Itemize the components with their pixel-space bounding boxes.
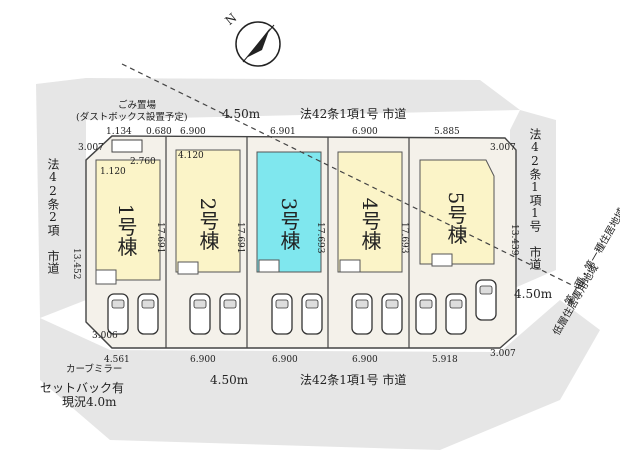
house-label-3: 3号棟 bbox=[277, 198, 301, 251]
house-label-2: 2号棟 bbox=[196, 198, 220, 251]
dim-bottom-2: 6.900 bbox=[190, 355, 216, 365]
road-area-left bbox=[36, 78, 86, 318]
car-windshield bbox=[305, 299, 319, 309]
entrance bbox=[177, 261, 199, 275]
parking-cars bbox=[107, 279, 497, 335]
entrance bbox=[95, 269, 117, 285]
car-windshield bbox=[193, 299, 207, 309]
house-3 bbox=[256, 151, 322, 273]
entrance bbox=[258, 259, 280, 273]
dim-bottom-4: 6.900 bbox=[352, 355, 378, 365]
dim-depth-1: 13.452 bbox=[71, 248, 81, 280]
car-windshield bbox=[355, 299, 369, 309]
dim-corner-bl: 3.006 bbox=[92, 331, 118, 341]
compass-north-label: N bbox=[222, 10, 239, 27]
house-label-5: 5号棟 bbox=[444, 192, 468, 245]
car-windshield bbox=[419, 299, 433, 309]
dim-corner-br: 3.007 bbox=[490, 349, 516, 359]
car-windshield bbox=[141, 299, 155, 309]
road-width-right: 4.50m bbox=[514, 287, 553, 301]
road-width-bottom: 4.50m bbox=[210, 373, 249, 387]
mirror-label: カーブミラー bbox=[66, 363, 122, 375]
garbage-box bbox=[111, 139, 143, 153]
garbage-sublabel: (ダストボックス設置予定) bbox=[76, 111, 188, 123]
dim-corner-tl: 3.007 bbox=[78, 143, 104, 153]
road-label-bottom: 法42条1項1号 市道 bbox=[300, 372, 406, 387]
compass: N bbox=[222, 10, 281, 67]
car-windshield bbox=[479, 285, 493, 295]
road-area-right bbox=[510, 110, 556, 290]
dim-depth-6: 13.439 bbox=[509, 224, 519, 256]
road-area-bottom bbox=[40, 300, 600, 450]
entrance bbox=[431, 253, 453, 267]
dim-corner-tr: 3.007 bbox=[490, 143, 516, 153]
zone-boundary-dashed bbox=[121, 63, 583, 291]
house-2 bbox=[175, 149, 241, 273]
car-windshield bbox=[275, 299, 289, 309]
house-1 bbox=[95, 159, 161, 281]
dim-bottom-3: 6.900 bbox=[272, 355, 298, 365]
setback-label: セットバック有 bbox=[40, 381, 124, 395]
dim-misc-3: 4.120 bbox=[178, 151, 204, 161]
dim-top-5: 6.900 bbox=[352, 127, 378, 137]
dim-depth-2: 17.691 bbox=[155, 222, 165, 254]
entrance bbox=[339, 259, 361, 273]
setback-sublabel: 現況4.0m bbox=[62, 394, 117, 409]
road-width-top: 4.50m bbox=[222, 107, 261, 121]
house-label-4: 4号棟 bbox=[358, 198, 382, 251]
dim-top-2: 0.680 bbox=[146, 127, 172, 137]
house-5 bbox=[419, 159, 495, 265]
dim-depth-5: 17.693 bbox=[399, 222, 409, 254]
road-label-left: 法42条2項 市道 bbox=[46, 158, 60, 274]
car-windshield bbox=[385, 299, 399, 309]
house-4 bbox=[337, 151, 403, 273]
dim-top-1: 1.134 bbox=[106, 127, 132, 137]
road-label-right: 法42条1項1号 市道 bbox=[528, 128, 542, 270]
dim-misc-2: 2.760 bbox=[130, 157, 156, 167]
dim-bottom-1: 4.561 bbox=[104, 355, 130, 365]
road-area-top bbox=[86, 78, 520, 120]
dim-misc-1: 1.120 bbox=[100, 167, 126, 177]
car-windshield bbox=[111, 299, 125, 309]
car-windshield bbox=[449, 299, 463, 309]
dim-depth-3: 17.691 bbox=[235, 222, 245, 254]
dim-top-4: 6.901 bbox=[270, 127, 296, 137]
dim-bottom-5: 5.918 bbox=[432, 355, 458, 365]
road-label-top: 法42条1項1号 市道 bbox=[300, 106, 406, 121]
garbage-label: ごみ置場 bbox=[118, 99, 157, 111]
car-windshield bbox=[223, 299, 237, 309]
house-label-1: 1号棟 bbox=[114, 204, 138, 257]
dim-top-6: 5.885 bbox=[434, 127, 460, 137]
dim-top-3: 6.900 bbox=[180, 127, 206, 137]
dim-depth-4: 17.693 bbox=[315, 222, 325, 254]
